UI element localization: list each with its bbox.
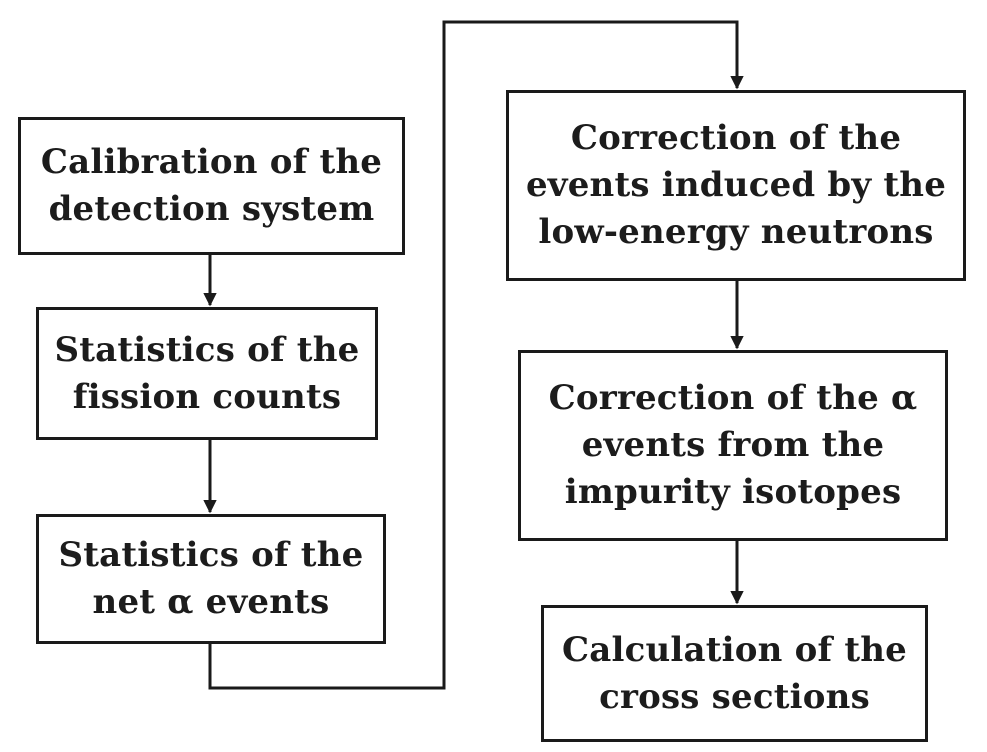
node-net-alpha-events-label: Statistics of the net α events [58,535,364,622]
node-net-alpha-events: Statistics of the net α events [36,514,386,644]
node-calibration-label: Calibration of the detection system [40,142,383,229]
node-low-energy-correction: Correction of the events induced by the … [506,90,966,281]
node-fission-counts-label: Statistics of the fission counts [54,329,360,417]
node-impurity-correction: Correction of the α events from the impu… [518,350,948,541]
node-fission-counts: Statistics of the fission counts [36,307,378,440]
node-low-energy-correction-label: Correction of the events induced by the … [525,118,947,252]
arrow-net-alpha-to-low-energy [208,20,744,690]
node-impurity-correction-label: Correction of the α events from the impu… [548,378,918,512]
node-calibration: Calibration of the detection system [18,117,405,255]
node-cross-sections: Calculation of the cross sections [541,605,928,742]
node-cross-sections-label: Calculation of the cross sections [561,629,908,717]
